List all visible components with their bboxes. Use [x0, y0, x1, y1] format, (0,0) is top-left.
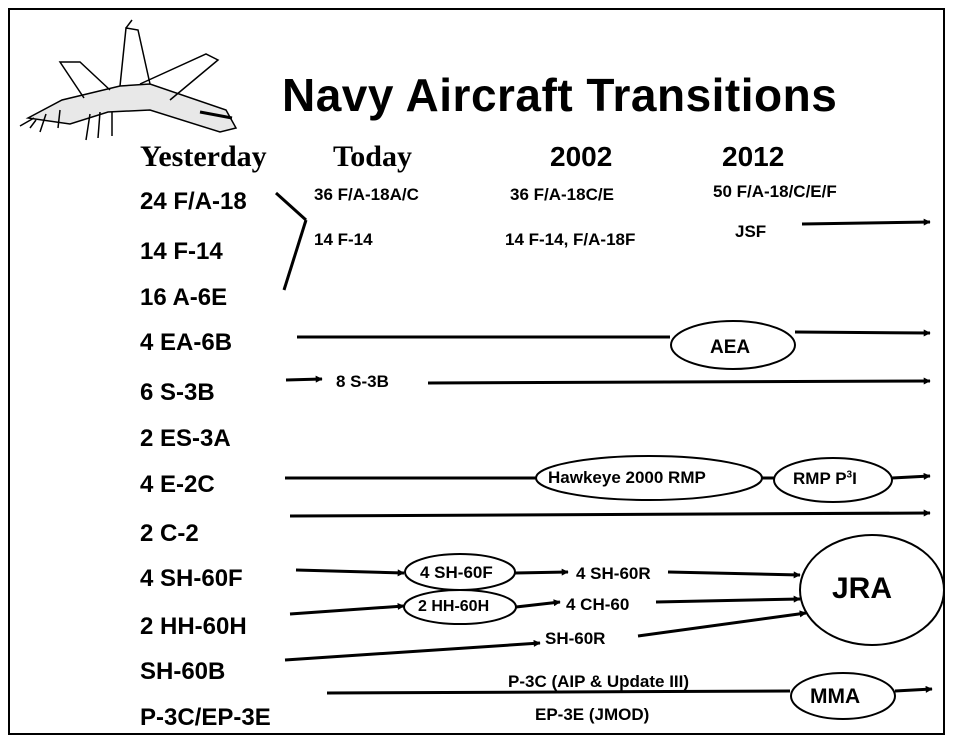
hh60h-oval-label: 2 HH-60H: [418, 598, 490, 615]
row-label: 2 HH-60H: [140, 613, 247, 640]
bracket-line: [274, 191, 308, 222]
jsf-arrow: [801, 218, 931, 226]
hawkeye-label: Hawkeye 2000 RMP: [548, 468, 706, 487]
sh60r-arrow-2: [637, 610, 807, 638]
hh60h-arrow: [289, 602, 405, 616]
sh60b-arrow: [284, 639, 541, 662]
header-today: Today: [333, 140, 412, 173]
page-title: Navy Aircraft Transitions: [282, 69, 838, 121]
slide-border: [8, 8, 945, 735]
sh60r-arrow: [667, 570, 801, 579]
row-label: 4 EA-6B: [140, 329, 233, 356]
header-yesterday: Yesterday: [140, 140, 267, 173]
s3b-arrow-short: [285, 375, 323, 383]
mma-oval: [790, 672, 896, 720]
ch60-arrow: [655, 595, 801, 604]
bracket-line: [282, 219, 308, 291]
row-label: 4 SH-60F: [140, 565, 243, 592]
row-label: 2 ES-3A: [140, 425, 231, 452]
row-label: SH-60B: [140, 658, 226, 685]
p3c-arrow: [894, 685, 933, 693]
y2002-ep3e-label: EP-3E (JMOD): [535, 705, 650, 724]
row-label: 16 A-6E: [140, 284, 228, 311]
y2012-fa18-label: 50 F/A-18/C/E/F: [713, 182, 837, 201]
row-label: 24 F/A-18: [140, 188, 247, 215]
aea-oval: [670, 320, 796, 370]
row-label: 4 E-2C: [140, 471, 215, 498]
y2002-sh60r-label: 4 SH-60R: [576, 564, 651, 583]
hawkeye-oval: [535, 455, 763, 501]
row-label: 14 F-14: [140, 238, 223, 265]
aea-label: AEA: [710, 337, 751, 358]
today-f14-label: 14 F-14: [314, 230, 373, 249]
p3c-line: [326, 689, 791, 695]
sh60f-oval-label: 4 SH-60F: [420, 563, 493, 582]
jra-oval: [799, 534, 945, 646]
jra-label: JRA: [832, 572, 893, 605]
ea6b-arrow: [794, 329, 931, 337]
y2002-sh60r-b-label: SH-60R: [545, 629, 606, 648]
y2002-f14-label: 14 F-14, F/A-18F: [505, 230, 636, 249]
s3b-arrow-long: [427, 377, 931, 385]
y2002-fa18-label: 36 F/A-18C/E: [510, 185, 614, 204]
row-label: P-3C/EP-3E: [140, 704, 271, 731]
rmp-label: RMP P3I: [793, 469, 857, 488]
today-s3b-label: 8 S-3B: [336, 372, 389, 391]
today-fa18-label: 36 F/A-18A/C: [314, 185, 419, 204]
sh60f-arrow: [295, 568, 405, 577]
c2-arrow: [289, 509, 931, 518]
rmp-superscript: 3: [846, 469, 853, 481]
header-2012: 2012: [722, 141, 785, 172]
header-2002: 2002: [550, 141, 613, 172]
y2002-p3c-label: P-3C (AIP & Update III): [508, 672, 690, 691]
mma-label: MMA: [810, 685, 861, 708]
e2c-arrow: [891, 472, 931, 480]
y2002-ch60-label: 4 CH-60: [566, 595, 630, 614]
fighter-jet-icon: [19, 19, 238, 141]
sh60f-arrow-2: [514, 568, 569, 576]
row-label: 2 C-2: [140, 520, 199, 547]
rmp-oval: [773, 457, 893, 503]
row-label: 6 S-3B: [140, 379, 215, 406]
hh60h-arrow-2: [515, 599, 561, 609]
y2012-jsf-label: JSF: [735, 222, 767, 241]
